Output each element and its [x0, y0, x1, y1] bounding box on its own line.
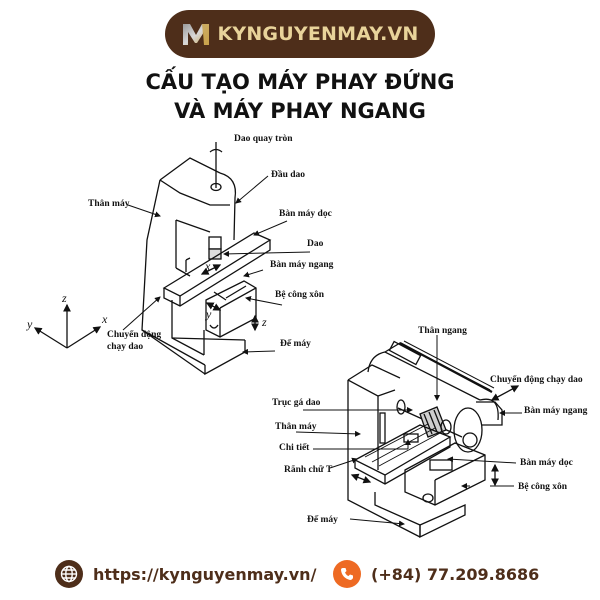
label-chuyen-dong: Chuyển động	[107, 329, 161, 340]
axis-x-label: x	[101, 312, 108, 326]
page-title-line2: VÀ MÁY PHAY NGANG	[174, 99, 426, 123]
vertical-milling-machine	[141, 142, 272, 376]
label-ranh-chu-t: Rãnh chữ T	[284, 465, 333, 475]
axis-y-label: y	[26, 317, 33, 331]
label-chi-tiet: Chi tiết	[279, 442, 310, 453]
footer-website[interactable]: https://kynguyenmay.vn/	[55, 560, 316, 588]
brand-m-logo-icon	[183, 24, 210, 45]
brand-logo-pill[interactable]: KYNGUYENMAY.VN	[165, 10, 435, 58]
label-dau-dao: Đầu dao	[271, 169, 305, 180]
website-link[interactable]: https://kynguyenmay.vn/	[93, 564, 317, 584]
label-dao: Dao	[307, 239, 324, 249]
label-dao-quay-tron: Dao quay tròn	[234, 134, 293, 144]
knee-z-label: z	[261, 315, 267, 329]
phone-number[interactable]: (+84) 77.209.8686	[371, 564, 540, 584]
label-ban-may-doc: Bàn máy dọc	[279, 209, 332, 219]
knee-y-label: y	[205, 307, 212, 321]
horizontal-milling-machine	[347, 340, 520, 539]
label-than-ngang: Thân ngang	[418, 326, 467, 336]
xyz-axis-triad	[33, 303, 102, 349]
label-chay-dao: chạy dao	[107, 342, 143, 352]
label-de-may: Đế máy	[280, 338, 311, 349]
brand-name: KYNGUYENMAY.VN	[217, 23, 419, 45]
label-chuyen-dong-chay-dao: Chuyển động chạy dao	[490, 374, 583, 385]
page-title-line1: CẤU TẠO MÁY PHAY ĐỨNG	[145, 70, 455, 94]
footer-phone[interactable]: (+84) 77.209.8686	[333, 560, 539, 588]
label-truc-ga-dao: Trục gá dao	[272, 398, 321, 408]
label-than-may-h: Thân máy	[275, 422, 317, 432]
label-ban-may-doc-h: Bàn máy dọc	[520, 458, 573, 468]
label-be-cong-xon: Bệ công xôn	[275, 290, 325, 300]
label-ban-may-ngang: Bàn máy ngang	[270, 260, 334, 270]
label-ban-may-ngang-h: Bàn máy ngang	[524, 406, 588, 416]
phone-icon	[333, 560, 361, 588]
axis-z-label: z	[61, 291, 67, 305]
label-than-may: Thân máy	[88, 199, 130, 209]
label-be-cong-xon-h: Bệ công xôn	[518, 482, 568, 492]
globe-icon	[55, 560, 83, 588]
label-de-may-h: Đế máy	[307, 514, 338, 525]
table-x-label: x	[204, 259, 211, 273]
